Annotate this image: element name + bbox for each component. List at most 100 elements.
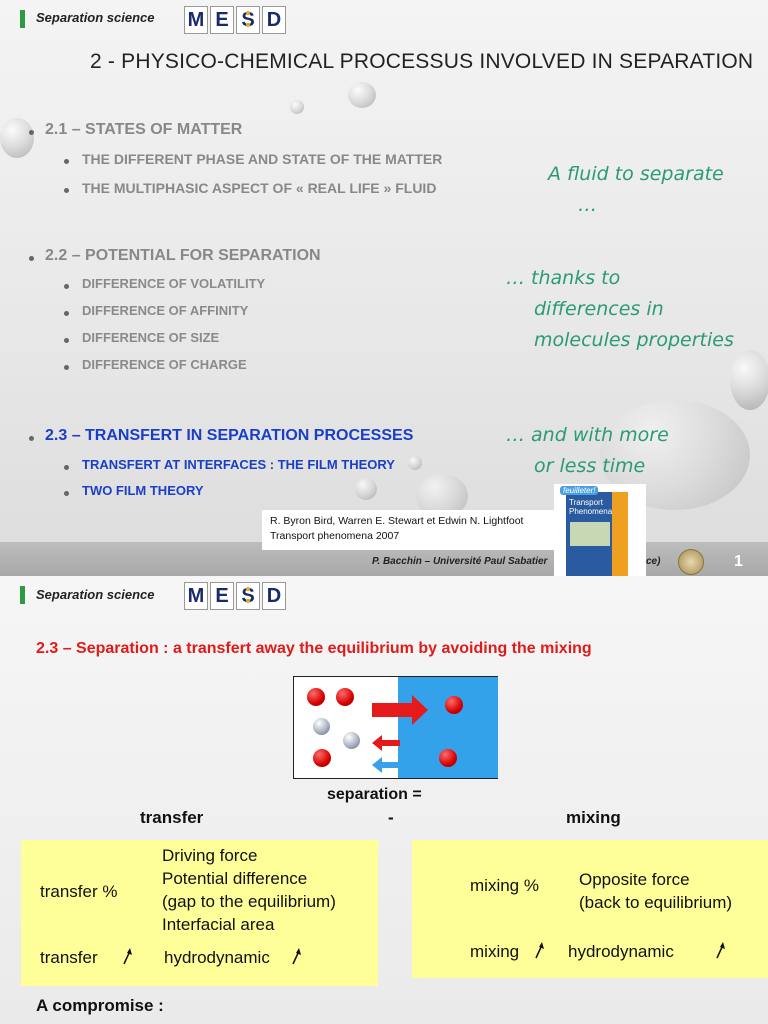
separation-diagram (293, 676, 498, 779)
water-drop-decoration (408, 456, 422, 470)
hydrodynamic-label: hydrodynamic (568, 942, 674, 961)
bullet-icon (64, 338, 69, 343)
red-molecule (439, 749, 457, 767)
section-2-3-item: TRANSFERT AT INTERFACES : THE FILM THEOR… (82, 457, 395, 472)
opposite-force-line: (back to equilibrium) (579, 893, 733, 912)
increase-arrow-icon (292, 948, 301, 965)
mesd-logo: M E S D (184, 582, 288, 610)
grey-molecule (343, 732, 360, 749)
mixing-label: mixing (566, 808, 621, 827)
section-2-1-item: THE MULTIPHASIC ASPECT OF « REAL LIFE » … (82, 180, 437, 196)
grey-molecule (313, 718, 330, 735)
bullet-icon (64, 159, 69, 164)
bullet-icon (29, 436, 34, 441)
page-number: 1 (734, 553, 743, 570)
reference-line: Transport phenomena 2007 (270, 530, 400, 542)
section-2-3-item: TWO FILM THEORY (82, 483, 204, 498)
driving-force-line: (gap to the equilibrium) (162, 892, 336, 911)
increase-arrow-icon (535, 942, 544, 959)
bullet-icon (64, 365, 69, 370)
separation-equation: separation = (327, 786, 422, 803)
transfer-bottom-label: transfer (40, 948, 98, 967)
red-molecule (313, 749, 331, 767)
brand-name: Separation science (36, 10, 155, 25)
transfer-percent-label: transfer % (40, 882, 118, 901)
university-seal-icon (678, 549, 704, 575)
bullet-icon (29, 256, 34, 261)
logo-letter: S (236, 6, 260, 34)
mixing-bottom-label: mixing (470, 942, 520, 961)
logo-letter: E (210, 582, 234, 610)
annotation-differences: differences in (534, 298, 664, 320)
logo-letter: E (210, 6, 234, 34)
logo-letter: S (236, 582, 260, 610)
transfer-box (21, 840, 378, 986)
footer-author: P. Bacchin – Université Paul Sabatier (372, 556, 547, 567)
annotation-fluid: A fluid to separate (548, 163, 724, 185)
reference-box: R. Byron Bird, Warren E. Stewart et Edwi… (262, 510, 558, 550)
water-drop-decoration (730, 350, 768, 410)
footer-tail: ce) (646, 556, 661, 567)
mixing-arrow-red-icon (372, 735, 400, 751)
slide-2: Separation science M E S D 2.3 – Separat… (0, 576, 768, 1024)
compromise-heading: A compromise : (36, 996, 164, 1015)
red-molecule (445, 696, 463, 714)
brand-name: Separation science (36, 587, 155, 602)
section-2-2-item: DIFFERENCE OF SIZE (82, 330, 220, 345)
logo-letter: M (184, 6, 208, 34)
red-molecule (336, 688, 354, 706)
section-2-2-item: DIFFERENCE OF CHARGE (82, 357, 247, 372)
section-2-2-heading: 2.2 – POTENTIAL FOR SEPARATION (45, 247, 321, 264)
water-drop-decoration (0, 118, 34, 158)
annotation-time: … and with more (506, 424, 669, 446)
bullet-icon (64, 311, 69, 316)
section-2-1-heading: 2.1 – STATES OF MATTER (45, 121, 243, 138)
slide-title: 2 - PHYSICO-CHEMICAL PROCESSUS INVOLVED … (90, 50, 754, 73)
brand-bar (20, 586, 25, 604)
book-illustration (570, 522, 610, 546)
feuilleter-badge[interactable]: feuilleter! (560, 486, 599, 495)
section-2-1-item: THE DIFFERENT PHASE AND STATE OF THE MAT… (82, 151, 443, 167)
water-drop-decoration (348, 82, 376, 108)
water-drop-decoration (355, 478, 377, 500)
red-molecule (307, 688, 325, 706)
slide-1: Separation science M E S D 2 - PHYSICO-C… (0, 0, 768, 576)
section-2-2-item: DIFFERENCE OF AFFINITY (82, 303, 249, 318)
section-2-3-heading: 2.3 – TRANSFERT IN SEPARATION PROCESSES (45, 427, 414, 444)
bullet-icon (64, 491, 69, 496)
mixing-percent-label: mixing % (470, 876, 539, 895)
book-cover[interactable]: Transport Phenomena feuilleter! (554, 484, 646, 576)
logo-letter: D (262, 582, 286, 610)
reference-line: R. Byron Bird, Warren E. Stewart et Edwi… (270, 515, 524, 527)
book-spine (612, 492, 628, 576)
transfer-label: transfer (140, 808, 204, 827)
transfer-arrow-icon (372, 695, 428, 725)
mixing-box (412, 840, 768, 978)
driving-force-line: Interfacial area (162, 915, 275, 934)
section-2-2-item: DIFFERENCE OF VOLATILITY (82, 276, 266, 291)
hydrodynamic-label: hydrodynamic (164, 948, 270, 967)
increase-arrow-icon (123, 948, 132, 965)
annotation-thanks: … thanks to (506, 267, 621, 289)
driving-force-line: Potential difference (162, 869, 308, 888)
slide-title: 2.3 – Separation : a transfert away the … (36, 640, 592, 657)
bullet-icon (64, 465, 69, 470)
minus-sign: - (388, 808, 394, 827)
annotation-time-2: or less time (534, 455, 646, 477)
brand-bar (20, 10, 25, 28)
water-drop-decoration (290, 100, 304, 114)
logo-letter: D (262, 6, 286, 34)
book-cover-image: Transport Phenomena (566, 492, 628, 576)
driving-force-line: Driving force (162, 846, 258, 865)
bullet-icon (64, 284, 69, 289)
annotation-ellipsis: … (578, 194, 597, 216)
logo-letter: M (184, 582, 208, 610)
footer-author-text: P. Bacchin – Université Paul Sabatier (372, 556, 548, 567)
annotation-molecules: molecules properties (534, 329, 734, 351)
mixing-arrow-blue-icon (372, 757, 400, 773)
opposite-force-line: Opposite force (579, 870, 690, 889)
mesd-logo: M E S D (184, 6, 288, 34)
book-title: Transport Phenomena (569, 498, 613, 516)
increase-arrow-icon (716, 942, 725, 959)
bullet-icon (64, 188, 69, 193)
